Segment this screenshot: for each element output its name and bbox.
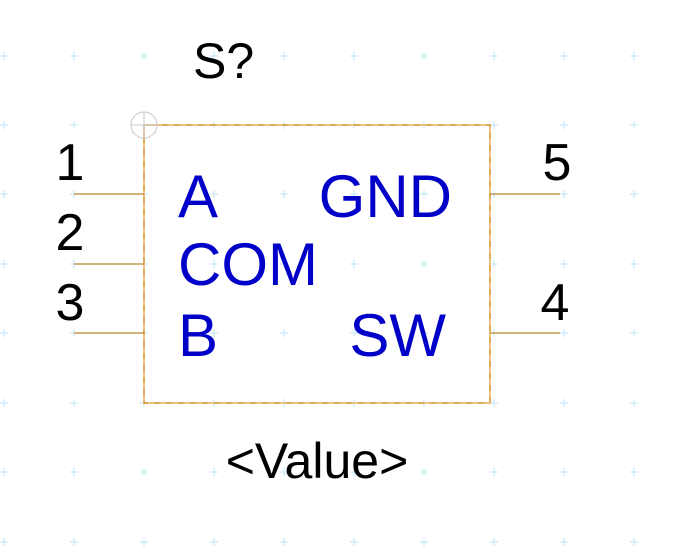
- grid-cross-icon: [210, 260, 218, 268]
- grid-cross-icon: [70, 52, 78, 60]
- pin-2[interactable]: 2 COM: [56, 204, 318, 298]
- pin-1-number: 1: [56, 134, 85, 192]
- grid-cross-icon: [140, 468, 148, 476]
- pin-1[interactable]: 1 A: [56, 134, 218, 230]
- grid-cross-icon: [70, 538, 78, 546]
- grid-cross-icon: [140, 52, 148, 60]
- grid-cross-icon: [420, 260, 428, 268]
- pin-2-number: 2: [56, 204, 85, 262]
- grid-cross-icon: [490, 399, 498, 407]
- grid-cross-icon: [0, 538, 8, 546]
- grid-cross-icon: [490, 52, 498, 60]
- grid-cross-icon: [0, 121, 8, 129]
- grid-cross-icon: [210, 52, 218, 60]
- grid-cross-icon: [560, 260, 568, 268]
- grid-cross-icon: [560, 399, 568, 407]
- grid-cross-icon: [70, 399, 78, 407]
- grid-cross-icon: [0, 329, 8, 337]
- grid-cross-icon: [0, 468, 8, 476]
- pin-2-name: COM: [178, 231, 318, 298]
- grid-cross-icon: [350, 260, 358, 268]
- grid-cross-icon: [630, 329, 638, 337]
- grid-cross-icon: [490, 121, 498, 129]
- grid-cross-icon: [560, 468, 568, 476]
- grid-cross-icon: [210, 468, 218, 476]
- grid-cross-icon: [210, 190, 218, 198]
- grid-cross-icon: [280, 468, 288, 476]
- grid-cross-icon: [350, 190, 358, 198]
- grid-cross-icon: [420, 190, 428, 198]
- grid-cross-icon: [560, 538, 568, 546]
- pin-3[interactable]: 3 B: [56, 274, 218, 369]
- grid-cross-icon: [560, 121, 568, 129]
- grid-cross-icon: [420, 329, 428, 337]
- pin-5[interactable]: 5 GND: [319, 134, 572, 230]
- pin-5-name: GND: [319, 163, 452, 230]
- pin-3-number: 3: [56, 274, 85, 332]
- component-symbol[interactable]: 1 A 2 COM 3 B 5 GND 4 SW S? <Value>: [56, 33, 572, 489]
- grid-cross-icon: [210, 329, 218, 337]
- grid-cross-icon: [630, 190, 638, 198]
- pin-3-name: B: [178, 302, 218, 369]
- grid-cross-icon: [630, 468, 638, 476]
- grid-cross-icon: [560, 52, 568, 60]
- grid-cross-icon: [0, 190, 8, 198]
- grid-cross-icon: [70, 468, 78, 476]
- grid-cross-icon: [630, 260, 638, 268]
- grid: [0, 52, 638, 546]
- grid-cross-icon: [490, 468, 498, 476]
- pin-5-number: 5: [543, 134, 572, 192]
- grid-cross-icon: [420, 538, 428, 546]
- grid-cross-icon: [490, 260, 498, 268]
- grid-cross-icon: [0, 260, 8, 268]
- grid-cross-icon: [350, 468, 358, 476]
- grid-cross-icon: [420, 468, 428, 476]
- grid-cross-icon: [0, 52, 8, 60]
- grid-cross-icon: [280, 329, 288, 337]
- grid-cross-icon: [280, 190, 288, 198]
- grid-cross-icon: [630, 121, 638, 129]
- grid-cross-icon: [350, 52, 358, 60]
- grid-cross-icon: [560, 190, 568, 198]
- grid-cross-icon: [0, 399, 8, 407]
- grid-cross-icon: [630, 399, 638, 407]
- grid-cross-icon: [350, 538, 358, 546]
- grid-cross-icon: [70, 121, 78, 129]
- grid-cross-icon: [280, 260, 288, 268]
- value-label[interactable]: <Value>: [226, 433, 409, 489]
- grid-cross-icon: [490, 538, 498, 546]
- pin-1-name: A: [178, 163, 218, 230]
- grid-cross-icon: [210, 538, 218, 546]
- grid-cross-icon: [280, 52, 288, 60]
- pin-4[interactable]: 4 SW: [349, 274, 569, 369]
- designator-label[interactable]: S?: [193, 33, 254, 89]
- pin-4-number: 4: [541, 274, 570, 332]
- grid-cross-icon: [350, 329, 358, 337]
- grid-cross-icon: [630, 52, 638, 60]
- grid-cross-icon: [280, 538, 288, 546]
- grid-cross-icon: [140, 538, 148, 546]
- grid-cross-icon: [420, 52, 428, 60]
- origin-marker-icon: [130, 111, 158, 139]
- grid-cross-icon: [630, 538, 638, 546]
- pin-4-name: SW: [349, 302, 446, 369]
- grid-cross-icon: [560, 329, 568, 337]
